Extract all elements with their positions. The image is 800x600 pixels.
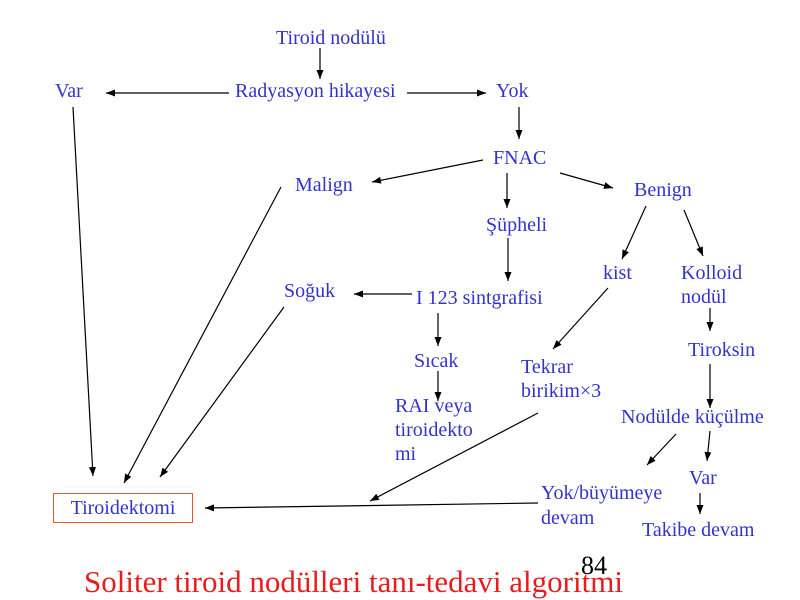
- node-rai-veya-tiroidektomi: RAI veya tiroidekto mi: [395, 394, 473, 466]
- node-i123-sintgrafisi: I 123 sintgrafisi: [416, 287, 543, 309]
- arrow-tekrar-to-tiroidektomi: [369, 412, 539, 502]
- node-fnac: FNAC: [493, 147, 547, 169]
- node-tekrar-birikim: Tekrar birikim×3: [521, 355, 601, 403]
- node-tekrar-birikim-line-2: birikim×3: [521, 380, 602, 402]
- node-nodulde-kuculme: Nodülde küçülme: [621, 406, 764, 428]
- arrow-nodulde-to-var: [704, 430, 712, 462]
- arrow-benign-to-kolloid: [683, 209, 704, 257]
- node-tiroksin: Tiroksin: [688, 339, 756, 361]
- node-kolloid-nodul-line-2: nodül: [681, 286, 727, 308]
- node-kolloid-nodul: Kolloid nodül: [681, 261, 742, 309]
- node-yok-radyasyon: Yok: [496, 80, 529, 102]
- arrow-fnac-to-malign: [371, 159, 484, 184]
- node-supheli: Şüpheli: [486, 214, 548, 236]
- node-tiroid-nodulu: Tiroid nodülü: [276, 27, 386, 49]
- node-takibe-devam: Takibe devam: [642, 519, 755, 541]
- node-var-kuculme: Var: [689, 467, 717, 489]
- node-sicak: Sıcak: [414, 350, 459, 372]
- node-malign: Malign: [295, 174, 353, 196]
- node-yok-buyume-line-1: Yok/büyümeye: [541, 482, 663, 504]
- node-tekrar-birikim-line-1: Tekrar: [521, 356, 573, 378]
- arrow-benign-to-kist: [621, 205, 647, 260]
- node-yok-buyume-line-2: devam: [541, 507, 595, 529]
- page-number: 84: [581, 551, 607, 580]
- arrow-malign-to-tiroidektomi: [123, 186, 282, 484]
- node-rai-line-1: RAI veya: [395, 395, 473, 417]
- arrow-yok-buyume-to-tiroidektomi: [204, 502, 539, 512]
- node-kist: kist: [603, 262, 632, 284]
- node-soguk: Soğuk: [284, 280, 336, 302]
- node-benign: Benign: [634, 179, 692, 201]
- arrow-soguk-to-tiroidektomi: [159, 306, 285, 478]
- arrow-var-to-tiroidektomi: [72, 106, 97, 477]
- node-rai-line-2: tiroidekto: [395, 419, 473, 441]
- node-yok-buyumeye-devam: Yok/büyümeye devam: [541, 481, 662, 531]
- node-kolloid-nodul-line-1: Kolloid: [681, 262, 743, 284]
- node-tiroidektomi-box: Tiroidektomi: [53, 493, 193, 523]
- arrow-kist-to-tekrar: [552, 287, 609, 350]
- node-var-radyasyon: Var: [55, 80, 83, 102]
- arrow-nodulde-to-yok-buyume: [646, 433, 677, 466]
- node-rai-line-3: mi: [395, 443, 417, 465]
- arrow-fnac-to-benign: [559, 172, 614, 189]
- slide-title: Soliter tiroid nodülleri tanı-tedavi alg…: [84, 564, 623, 599]
- node-radyasyon-hikayesi: Radyasyon hikayesi: [235, 80, 396, 102]
